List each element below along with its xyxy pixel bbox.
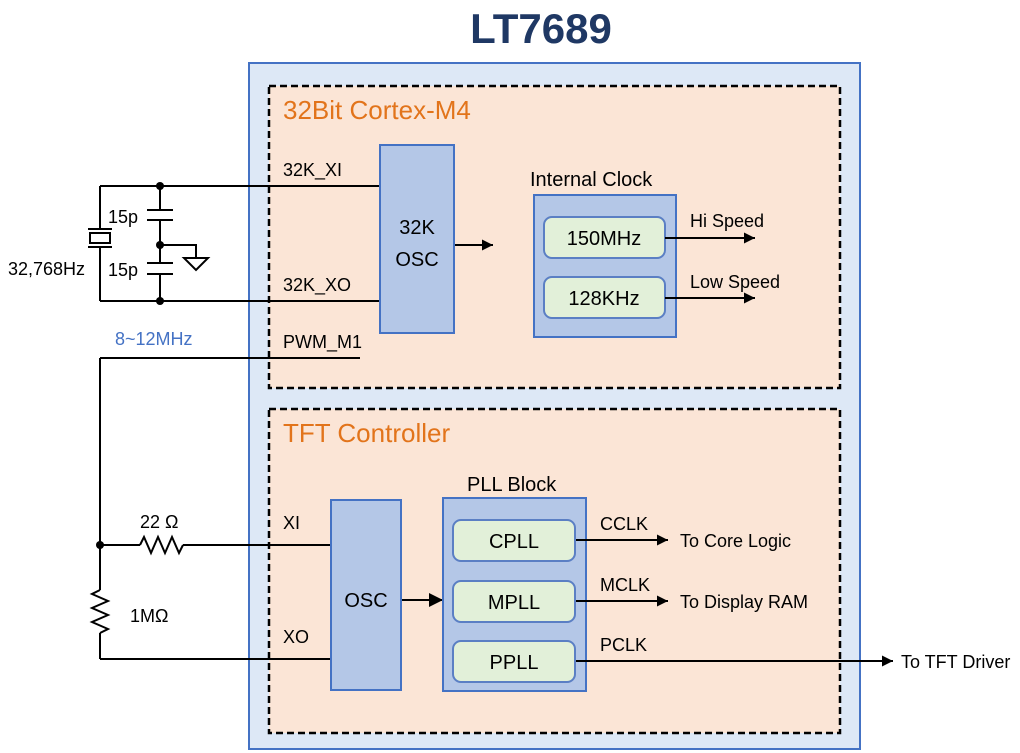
diagram-title: LT7689 bbox=[470, 5, 612, 52]
cpll-box bbox=[452, 519, 576, 562]
capacitor-bottom bbox=[147, 245, 173, 301]
pin-xo-label: XO bbox=[283, 627, 309, 647]
crystal-symbol bbox=[88, 228, 112, 248]
cortex-section-label: 32Bit Cortex-M4 bbox=[283, 95, 471, 125]
clock-150mhz-label: 150MHz bbox=[567, 228, 641, 250]
mpll-label: MPLL bbox=[488, 592, 540, 614]
ground-symbol bbox=[181, 257, 211, 272]
capacitor-bottom-label: 15p bbox=[108, 260, 138, 280]
cpll-label: CPLL bbox=[489, 531, 539, 553]
external-frequency-label: 8~12MHz bbox=[115, 329, 193, 349]
hi-speed-label: Hi Speed bbox=[690, 211, 764, 231]
resistor-22-ohm bbox=[100, 534, 331, 556]
pin-pwm-label: PWM_M1 bbox=[283, 332, 362, 353]
low-speed-label: Low Speed bbox=[690, 272, 780, 292]
core-logic-destination: To Core Logic bbox=[680, 531, 791, 551]
capacitor-top-label: 15p bbox=[108, 207, 138, 227]
ground-icon bbox=[160, 244, 211, 272]
ppll-box bbox=[452, 640, 576, 683]
pin-xi-label: XI bbox=[283, 513, 300, 533]
mpll-box bbox=[452, 580, 576, 623]
internal-clock-label: Internal Clock bbox=[530, 169, 653, 191]
crystal-body bbox=[89, 232, 111, 244]
resistor-1m-ohm bbox=[89, 545, 111, 659]
resistor-zigzag bbox=[139, 534, 184, 556]
osc-label: OSC bbox=[344, 590, 387, 612]
tft-section-label: TFT Controller bbox=[283, 418, 450, 448]
osc-32k-label-line2: OSC bbox=[395, 249, 438, 271]
ground-wire bbox=[160, 244, 197, 258]
pclk-label: PCLK bbox=[600, 635, 647, 655]
cclk-label: CCLK bbox=[600, 514, 648, 534]
resistor-zigzag bbox=[89, 589, 111, 634]
osc-block bbox=[330, 499, 402, 691]
osc-32k-block bbox=[379, 144, 455, 334]
mclk-label: MCLK bbox=[600, 575, 650, 595]
pin-32k-xo-label: 32K_XO bbox=[283, 275, 351, 296]
crystal-frequency-label: 32,768Hz bbox=[8, 259, 85, 279]
clock-128khz-label: 128KHz bbox=[568, 288, 639, 310]
capacitor-top bbox=[147, 186, 173, 245]
resistor-1m-ohm-label: 1MΩ bbox=[130, 606, 168, 626]
pin-32k-xi-label: 32K_XI bbox=[283, 160, 342, 181]
resistor-22-ohm-label: 22 Ω bbox=[140, 512, 178, 532]
pll-block-label: PLL Block bbox=[467, 474, 557, 496]
tft-driver-destination: To TFT Driver bbox=[901, 652, 1010, 672]
display-ram-destination: To Display RAM bbox=[680, 592, 808, 612]
osc-32k-label-line1: 32K bbox=[399, 217, 435, 239]
ppll-label: PPLL bbox=[490, 652, 539, 674]
